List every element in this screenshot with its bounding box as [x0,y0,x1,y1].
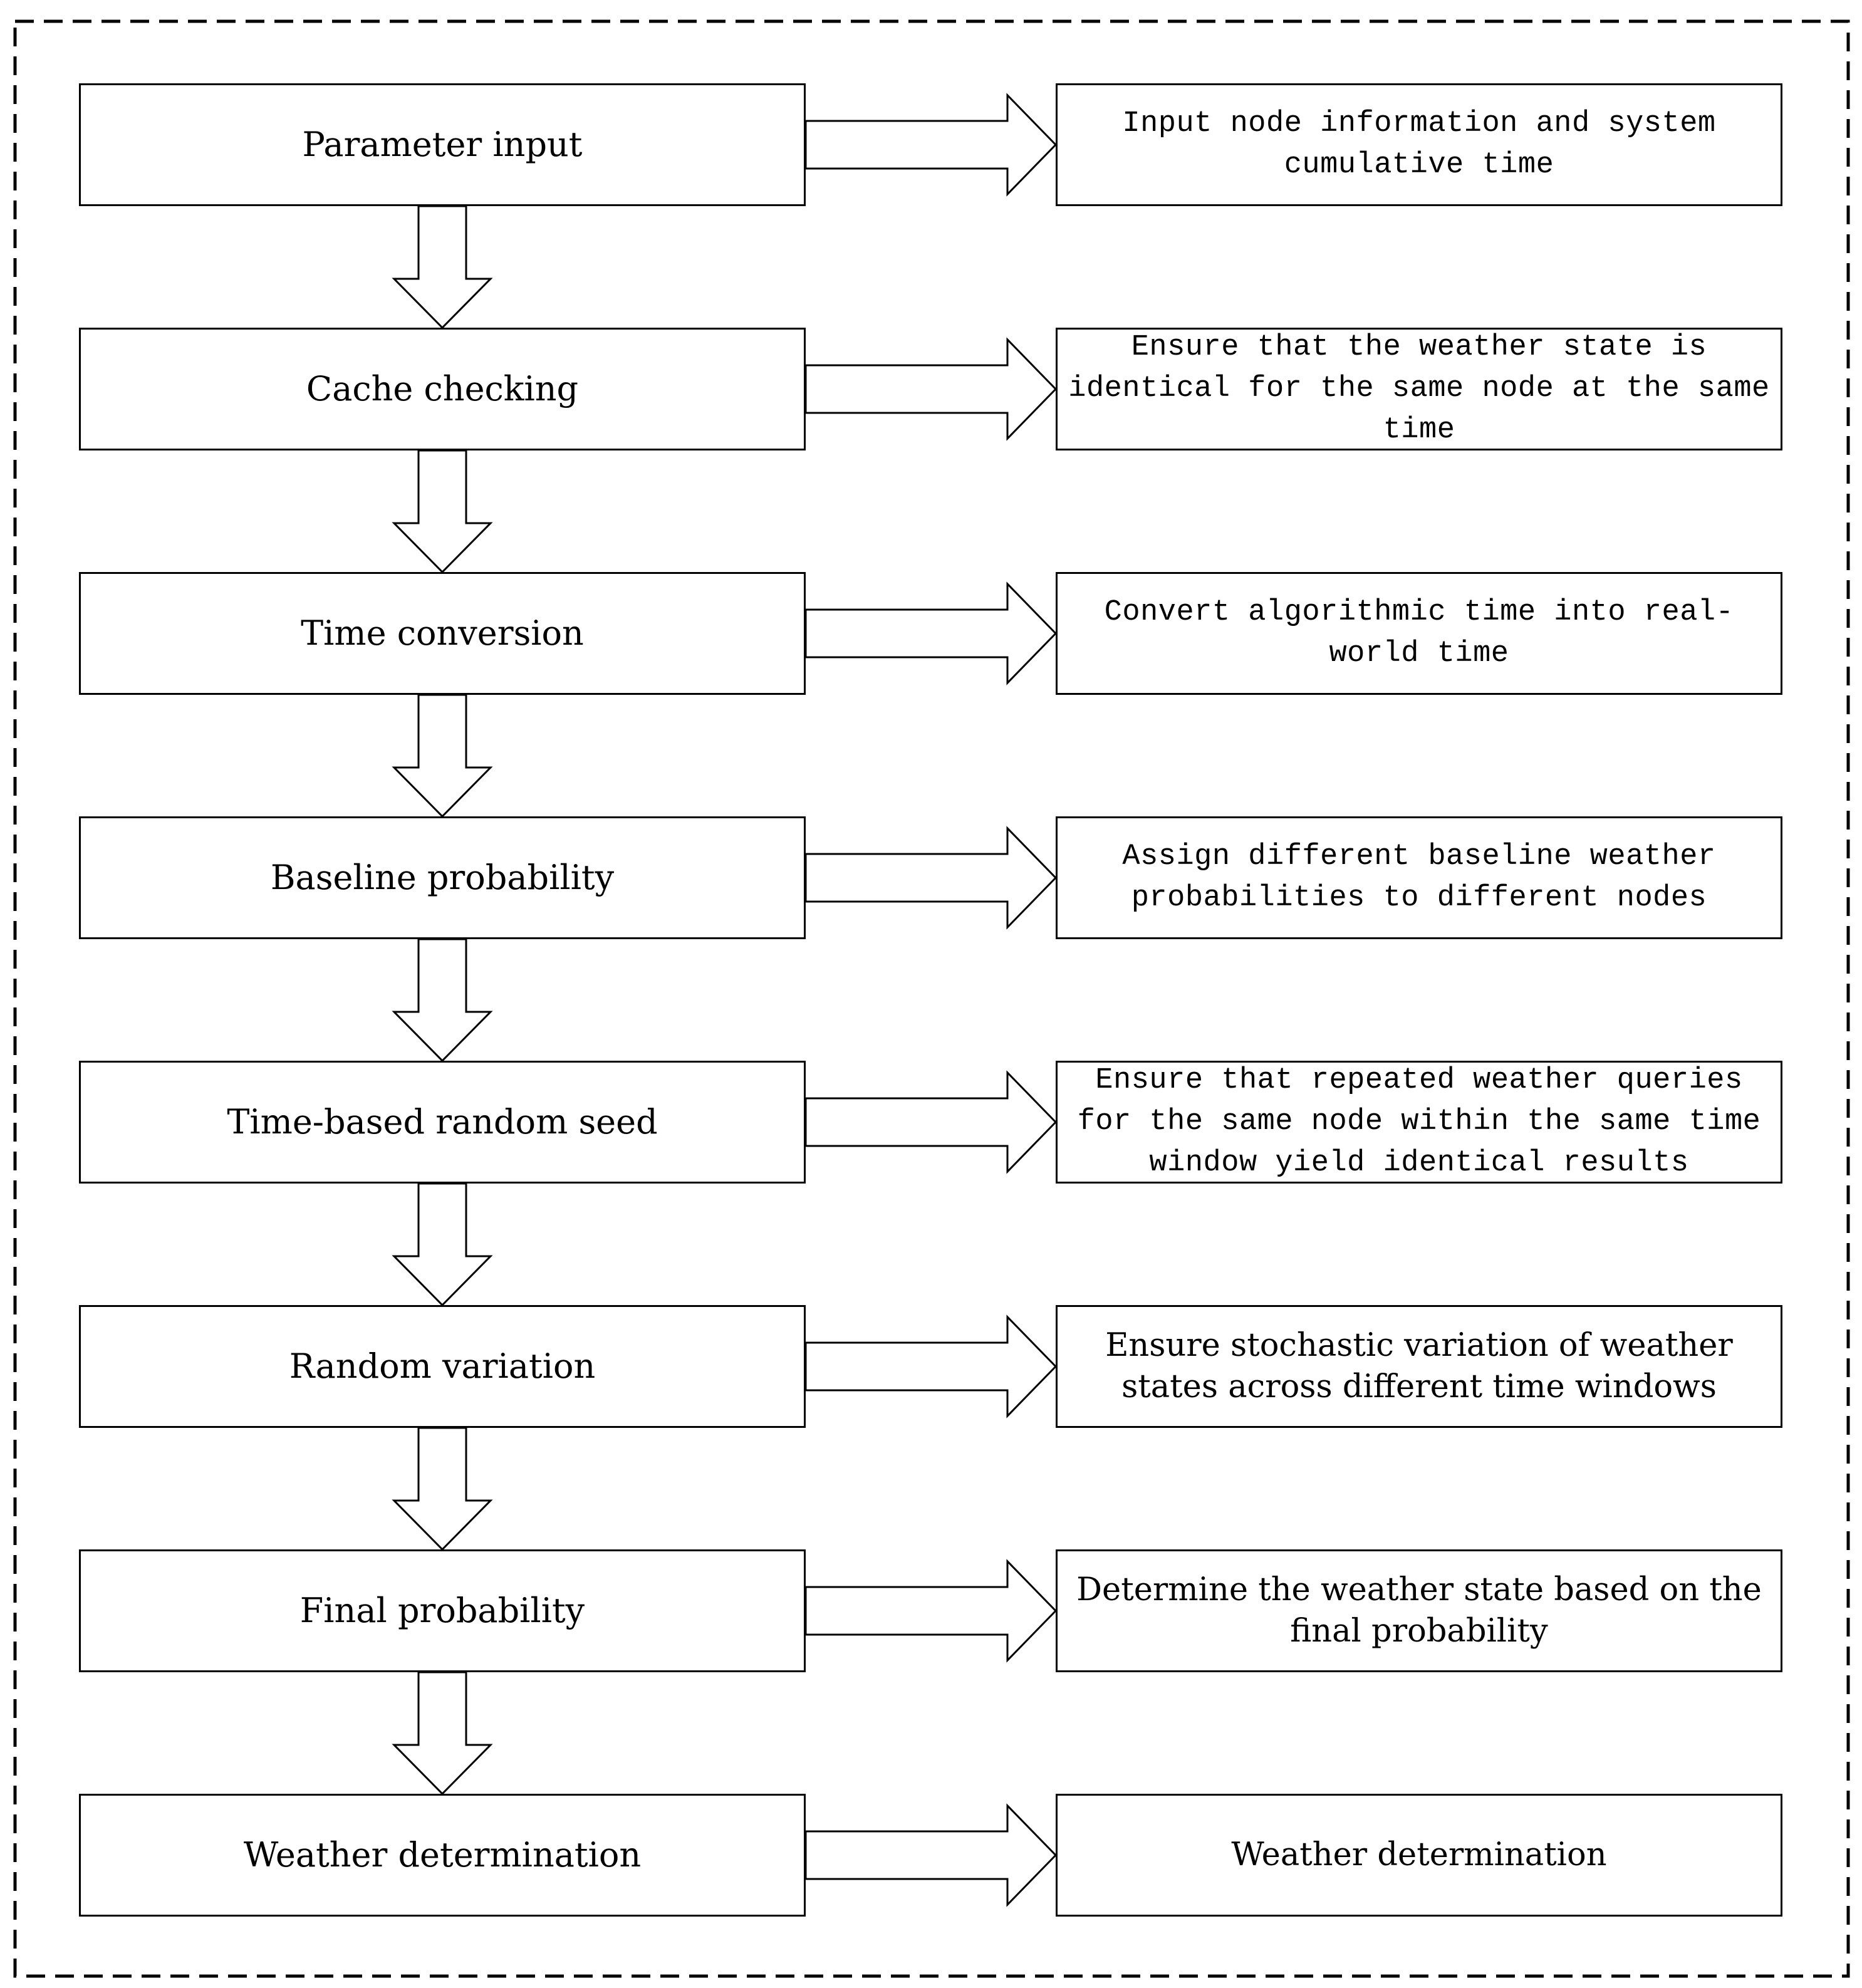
description-box-time-based-random-seed: Ensure that repeated weather queries for… [1056,1061,1782,1184]
arrows-layer [392,93,1058,1907]
description-box-random-variation: Ensure stochastic variation of weather s… [1056,1305,1782,1428]
step-label: Parameter input [302,125,583,164]
step-label: Time-based random seed [227,1102,658,1142]
description-text: Ensure stochastic variation of weather s… [1105,1327,1733,1405]
description-text: Determine the weather state based on the… [1076,1571,1762,1650]
step-box-time-based-random-seed: Time-based random seed [79,1061,806,1184]
right-arrow-icon [804,1559,1058,1663]
description-box-time-conversion: Convert algorithmic time into real-world… [1056,572,1782,695]
right-arrow-icon [804,1314,1058,1418]
step-box-time-conversion: Time conversion [79,572,806,695]
step-box-baseline-probability: Baseline probability [79,816,806,939]
step-label: Baseline probability [270,858,615,897]
right-arrow-icon [804,826,1058,930]
down-arrow-icon [392,1427,493,1551]
step-box-random-variation: Random variation [79,1305,806,1428]
description-text: Assign different baseline weather probab… [1122,840,1716,915]
description-box-cache-checking: Ensure that the weather state is identic… [1056,328,1782,450]
description-text: Weather determination [1231,1836,1607,1873]
right-arrow-icon [804,581,1058,685]
step-box-parameter-input: Parameter input [79,83,806,206]
down-arrow-icon [392,694,493,818]
description-text: Convert algorithmic time into real-world… [1104,596,1734,670]
description-text: Ensure that the weather state is identic… [1068,331,1770,447]
description-box-parameter-input: Input node information and system cumula… [1056,83,1782,206]
down-arrow-icon [392,1671,493,1796]
dashed-border [13,19,1850,1978]
description-box-baseline-probability: Assign different baseline weather probab… [1056,816,1782,939]
right-arrow-icon [804,1070,1058,1174]
step-label: Random variation [289,1346,596,1386]
right-arrow-icon [804,337,1058,441]
description-text: Ensure that repeated weather queries for… [1077,1064,1761,1180]
down-arrow-icon [392,1182,493,1307]
down-arrow-icon [392,205,493,330]
right-arrow-icon [804,1803,1058,1907]
description-box-weather-determination: Weather determination [1056,1794,1782,1917]
down-arrow-icon [392,938,493,1063]
step-label: Time conversion [301,613,584,653]
step-label: Weather determination [243,1835,642,1875]
step-label: Final probability [299,1591,585,1630]
description-text: Input node information and system cumula… [1122,107,1716,182]
down-arrow-icon [392,449,493,574]
step-box-cache-checking: Cache checking [79,328,806,450]
description-box-final-probability: Determine the weather state based on the… [1056,1549,1782,1672]
right-arrow-icon [804,93,1058,197]
step-label: Cache checking [306,369,579,409]
step-box-weather-determination: Weather determination [79,1794,806,1917]
step-box-final-probability: Final probability [79,1549,806,1672]
